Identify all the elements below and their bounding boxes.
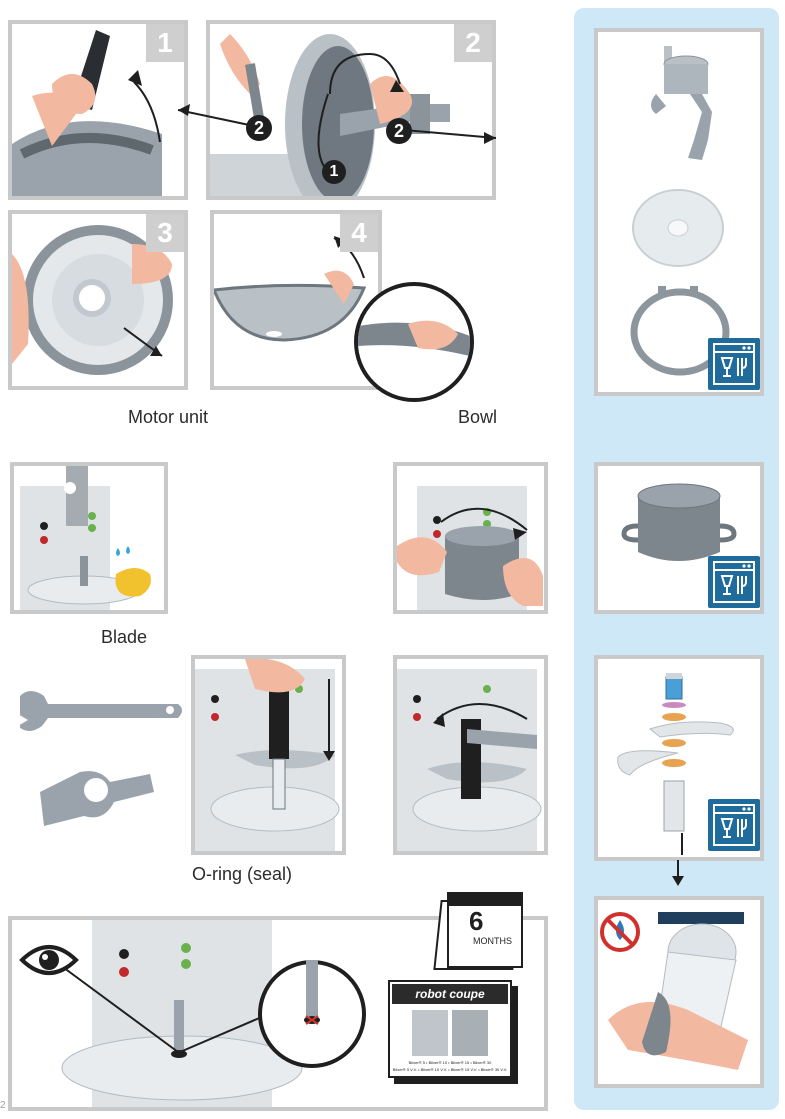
dishwasher-icon (708, 799, 760, 851)
step-number-1: 1 (146, 24, 184, 62)
step-panel-4: 4 (210, 210, 382, 390)
step-panel-2: 2 (206, 20, 496, 200)
lid-parts-illustration (630, 46, 730, 376)
sidebar-panel-blade (594, 655, 764, 861)
water-drops-icon (116, 546, 130, 556)
step-3-illustration (12, 225, 173, 375)
panel-place-bowl (393, 462, 548, 614)
label-motor-unit: Motor unit (128, 407, 209, 427)
sidebar-panel-bowl (594, 462, 764, 614)
sponge-icon (115, 568, 151, 597)
arrow-down-icon (672, 860, 684, 886)
label-blade: Blade (101, 627, 148, 647)
bowl-placement-illustration (397, 486, 543, 610)
label-oring: O-ring (seal) (192, 864, 293, 884)
drying-illustration (600, 912, 748, 1070)
calendar-number: 6 (469, 906, 484, 936)
eye-icon (19, 945, 79, 975)
badge-2-right: 2 (386, 118, 412, 144)
manual-brand: robot coupe (392, 984, 508, 1004)
blade-lock-illustration (397, 669, 542, 851)
sidebar-panel-dry (594, 896, 764, 1088)
step-arrows-overlay (178, 104, 497, 144)
step-1-illustration (12, 30, 162, 196)
badge-1: 1 (322, 160, 346, 184)
panel-insert-blade (191, 655, 346, 855)
bowl-illustration (621, 483, 737, 561)
blade-insert-illustration (195, 659, 340, 851)
panel-clean-motor-unit (10, 462, 168, 614)
user-manual-booklet: robot coupe Blixer® 5 • Blixer® 10 • Bli… (388, 980, 520, 1086)
blade-tools-illustration (20, 691, 182, 826)
blade-assembly-illustration (617, 673, 734, 855)
calendar-unit: MONTHS (473, 936, 512, 946)
motor-cleaning-illustration (20, 466, 151, 610)
page-number: 2 (0, 1100, 6, 1111)
dishwasher-icon (708, 338, 760, 390)
step-number-2: 2 (454, 24, 492, 62)
sidebar-panel-lid-parts (594, 28, 764, 396)
label-bowl: Bowl (458, 407, 498, 427)
step-number-4: 4 (340, 214, 378, 252)
oring-inspection-illustration (55, 920, 366, 1107)
manual-models-line1: Blixer® 5 • Blixer® 10 • Blixer® 15 • Bl… (408, 1060, 492, 1065)
manual-models-line2: Blixer® 5 V.V. • Blixer® 10 V.V. • Blixe… (392, 1067, 508, 1072)
step-panel-3: 3 (8, 210, 188, 390)
dishwasher-icon (708, 556, 760, 608)
panel-lock-blade (393, 655, 548, 855)
badge-2-left: 2 (246, 115, 272, 141)
calendar-icon: 6 MONTHS (433, 888, 523, 970)
magnifier-seal-detail (354, 282, 474, 402)
step-number-3: 3 (146, 214, 184, 252)
step-panel-1: 1 (8, 20, 188, 200)
step-4-illustration (214, 236, 367, 342)
